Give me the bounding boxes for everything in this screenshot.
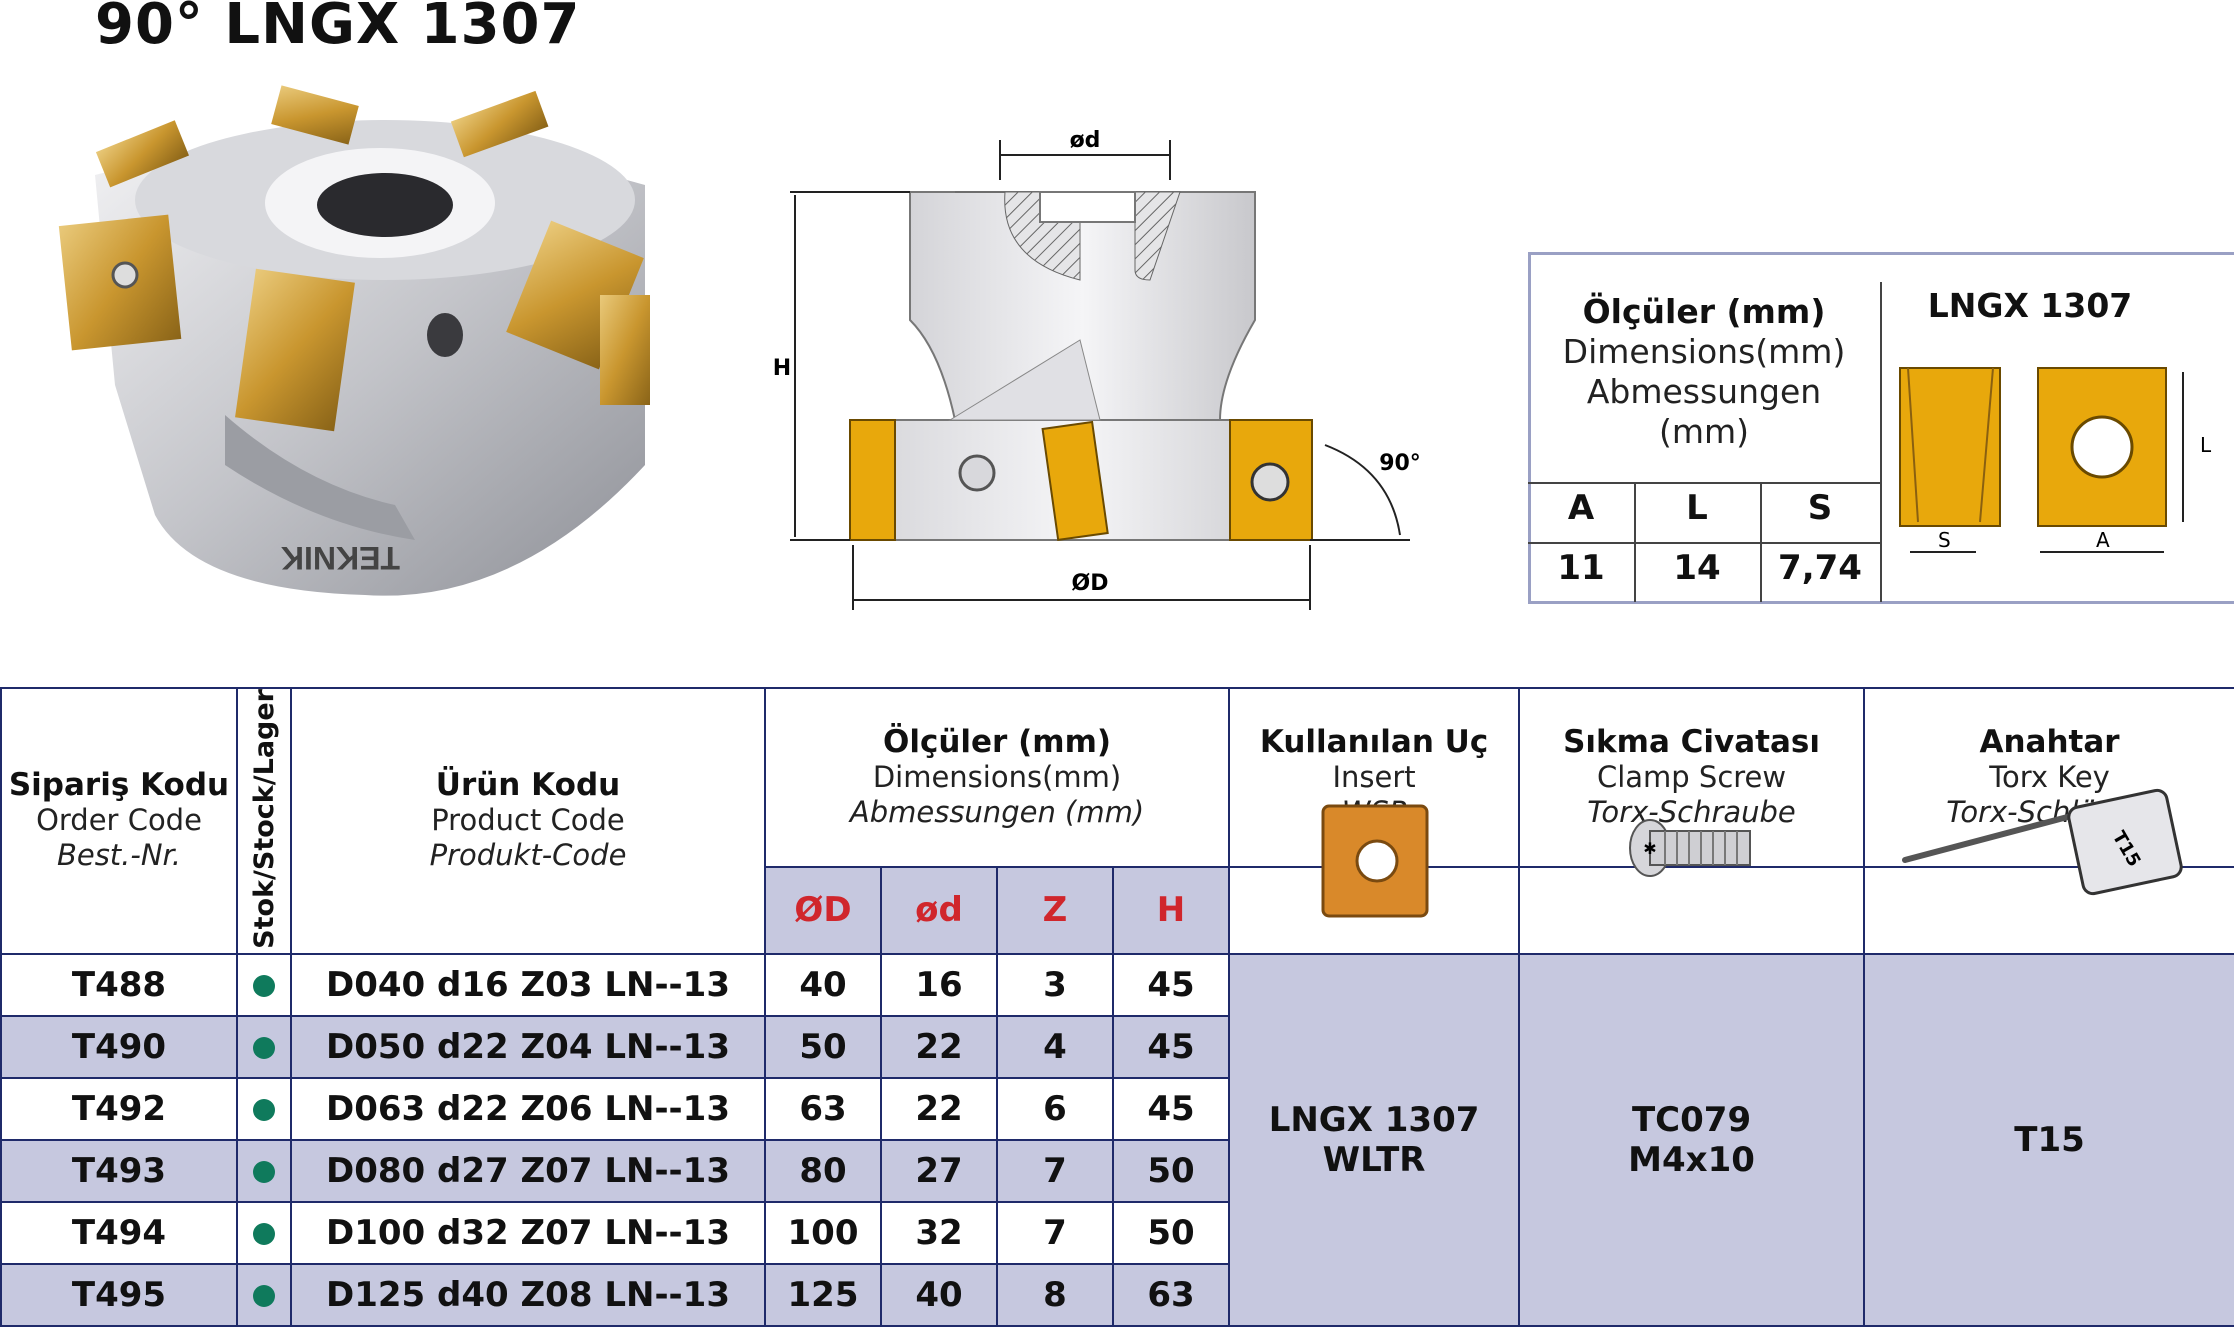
order-code: T494 [0,1200,238,1265]
dim-od-large: 63 [764,1076,882,1141]
dim-h: 50 [1111,1138,1231,1203]
insert-dimensions-box: Ölçüler (mm) Dimensions(mm) Abmessungen … [1528,252,2234,604]
stock-indicator [236,952,292,1017]
value-a: 11 [1557,548,1605,588]
value-l: 14 [1673,548,1721,588]
svg-text:TEKNIK: TEKNIK [281,540,400,576]
dim-z: 7 [996,1138,1114,1203]
od-small-label: ød [1070,128,1101,153]
dim-z: 8 [996,1262,1114,1327]
col-od-large: ØD [764,866,882,955]
dim-z: 7 [996,1200,1114,1265]
stock-header: Stok/Stock/Lager [236,687,292,955]
svg-text:L: L [2200,433,2212,457]
product-code: D080 d27 Z07 LN--13 [290,1138,766,1203]
dimensions-heading: Ölçüler (mm) Dimensions(mm) Abmessungen … [1562,292,1846,451]
cutter-technical-drawing: ød H ØD 90° [773,128,1421,610]
dim-h: 50 [1111,1200,1231,1265]
dim-od-large: 125 [764,1262,882,1327]
cutter-photo: TEKNIK [58,85,650,596]
table-row: T495 D125 d40 Z08 LN--13 125 40 8 63 [0,1262,2234,1327]
order-code: T492 [0,1076,238,1141]
screw-image-cell: ✱ [1518,819,1866,955]
stock-indicator [236,1262,292,1327]
stock-indicator [236,1076,292,1141]
col-h: H [1111,866,1231,955]
dim-h: 45 [1111,952,1231,1017]
order-code: T488 [0,952,238,1017]
table-row: T490 D050 d22 Z04 LN--13 50 22 4 45 [0,1014,2234,1079]
col-l-header: L [1686,488,1708,528]
stock-indicator [236,1138,292,1203]
order-code: T495 [0,1262,238,1327]
height-label: H [773,356,791,381]
torx-key-icon: T15 [1902,789,2183,896]
page-title: 90° LNGX 1307 [95,0,581,57]
screw-icon: ✱ [1629,819,1752,878]
product-code: D100 d32 Z07 LN--13 [290,1200,766,1265]
insert-image-cell [1228,804,1521,955]
dim-od-large: 80 [764,1138,882,1203]
od-large-label: ØD [1072,571,1109,596]
dim-od-large: 50 [764,1014,882,1079]
col-a-header: A [1567,488,1595,528]
dim-od-small: 27 [880,1138,998,1203]
product-code: D050 d22 Z04 LN--13 [290,1014,766,1079]
dim-h: 63 [1111,1262,1231,1327]
table-row: T493 D080 d27 Z07 LN--13 80 27 7 50 [0,1138,2234,1203]
torx-key-value: T15 [1863,952,2234,1327]
product-code: D040 d16 Z03 LN--13 [290,952,766,1017]
stock-indicator [236,1014,292,1079]
svg-text:✱: ✱ [1643,839,1656,858]
dim-h: 45 [1111,1014,1231,1079]
insert-diagram: L S A [1899,367,2212,553]
dim-od-large: 40 [764,952,882,1017]
dimensions-header: Ölçüler (mm)Dimensions(mm)Abmessungen (m… [763,686,1231,869]
order-code: T493 [0,1138,238,1203]
col-z: Z [996,866,1114,955]
stock-indicator [236,1200,292,1265]
dim-od-small: 32 [880,1200,998,1265]
angle-label: 90° [1379,451,1421,476]
dim-od-small: 22 [880,1076,998,1141]
dim-od-small: 40 [880,1262,998,1327]
table-row: T494 D100 d32 Z07 LN--13 100 32 7 50 [0,1200,2234,1265]
dim-od-small: 22 [880,1014,998,1079]
value-s: 7,74 [1778,548,1862,588]
key-image-cell: T15 [1863,789,2234,955]
col-s-header: S [1807,488,1833,528]
insert-icon [1321,804,1429,918]
table-row: T488 D040 d16 Z03 LN--13 40 16 3 45 LNGX… [0,952,2234,1327]
dim-z: 4 [996,1014,1114,1079]
dim-od-large: 100 [764,1200,882,1265]
dim-z: 6 [996,1076,1114,1141]
order-code: T490 [0,1014,238,1079]
dim-od-small: 16 [880,952,998,1017]
svg-text:A: A [2096,528,2110,552]
dim-h: 45 [1111,1076,1231,1141]
table-row: T492 D063 d22 Z06 LN--13 63 22 6 45 [0,1076,2234,1141]
product-code: D063 d22 Z06 LN--13 [290,1076,766,1141]
svg-text:S: S [1938,528,1951,552]
col-od-small: ød [880,866,998,955]
insert-title: LNGX 1307 [1927,286,2133,325]
product-code: D125 d40 Z08 LN--13 [290,1262,766,1327]
dim-z: 3 [996,952,1114,1017]
